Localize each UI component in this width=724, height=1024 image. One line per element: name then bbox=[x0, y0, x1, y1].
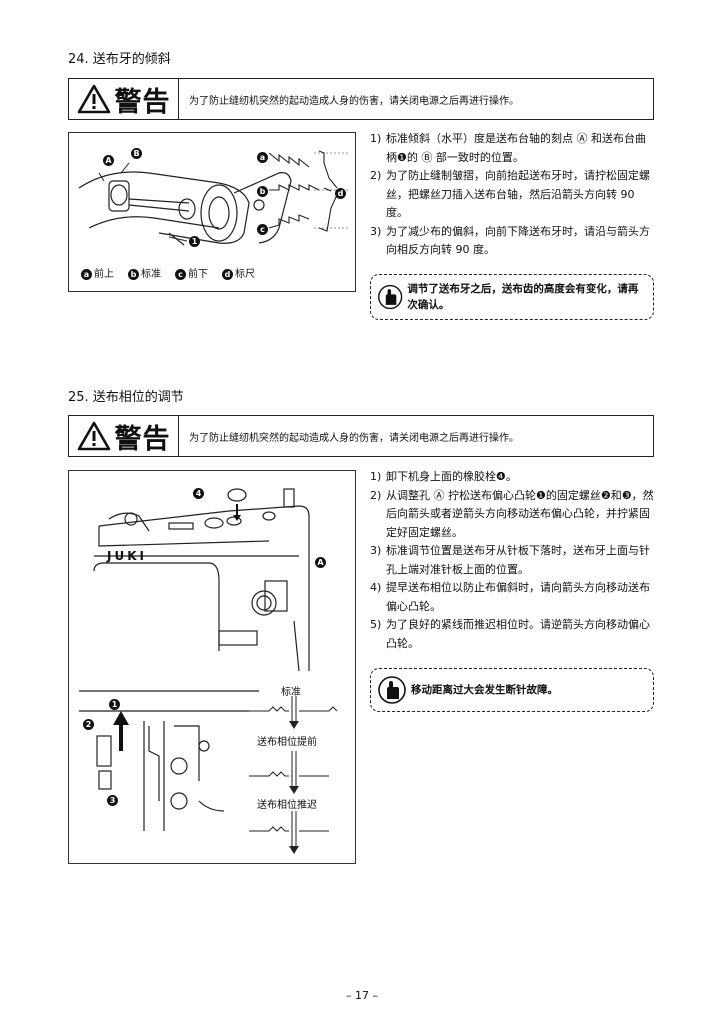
marker-b-badge: b bbox=[257, 186, 268, 197]
caption-delay: 送布相位推迟 bbox=[257, 800, 317, 811]
marker-three-badge: 3 bbox=[107, 795, 118, 806]
step-item: 5)为了良好的紧线而推迟相位时。请逆箭头方向移动偏心凸轮。 bbox=[370, 618, 650, 650]
step-item: 1)卸下机身上面的橡胶栓❹。 bbox=[370, 470, 517, 483]
page-number: – 17 – bbox=[346, 989, 378, 1002]
step-item: 4)提早送布相位以防止布偏斜时，请向箭头方向移动送布偏心凸轮。 bbox=[370, 581, 650, 613]
caution-text: 移动距离过大会发生断针故障。 bbox=[411, 684, 558, 696]
caution-hand-icon bbox=[378, 284, 403, 310]
step-item: 3)为了减少布的偏斜，向前下降送布牙时，请沿与箭头方向相反方向转 90 度。 bbox=[370, 224, 650, 257]
caption-advance: 送布相位提前 bbox=[257, 737, 317, 748]
warning-banner-24: 警告 为了防止缝纫机突然的起动造成人身的伤害，请关闭电源之后再进行操作。 bbox=[68, 78, 654, 120]
warning-label: 警告 bbox=[114, 423, 171, 455]
caution-note-25: 移动距离过大会发生断针故障。 bbox=[370, 668, 654, 712]
warning-triangle-icon bbox=[77, 421, 110, 451]
section-25-title: 25. 送布相位的调节 bbox=[68, 390, 184, 405]
feed-timing-illustration bbox=[79, 488, 338, 854]
caption-standard: 标准 bbox=[281, 687, 301, 698]
marker-c-badge: c bbox=[257, 224, 268, 235]
marker-a-badge: a bbox=[257, 152, 268, 163]
step-item: 3)标准调节位置是送布牙从针板下落时，送布牙上面与针孔上端对准针板上面的位置。 bbox=[370, 544, 650, 576]
step-item: 1)标准倾斜（水平）度是送布台轴的刻点 Ⓐ 和送布台曲柄❶的 Ⓑ 部一致时的位置… bbox=[370, 132, 646, 164]
marker-A-badge: A bbox=[103, 155, 114, 166]
caution-note-24: 调节了送布牙之后，送布齿的高度会有变化，请再次确认。 bbox=[370, 274, 654, 320]
marker-two-badge: 2 bbox=[83, 719, 94, 730]
section-24-steps: 1)标准倾斜（水平）度是送布台轴的刻点 Ⓐ 和送布台曲柄❶的 Ⓑ 部一致时的位置… bbox=[370, 130, 654, 260]
warning-banner-25: 警告 为了防止缝纫机突然的起动造成人身的伤害，请关闭电源之后再进行操作。 bbox=[68, 415, 654, 457]
warning-label-box: 警告 bbox=[69, 79, 179, 119]
warning-triangle-icon bbox=[77, 84, 110, 114]
brand-logo: JUKI bbox=[107, 549, 147, 563]
marker-one-badge: 1 bbox=[189, 236, 200, 247]
caution-text: 调节了送布牙之后，送布齿的高度会有变化，请再次确认。 bbox=[407, 283, 639, 311]
warning-text: 为了防止缝纫机突然的起动造成人身的伤害，请关闭电源之后再进行操作。 bbox=[189, 432, 519, 444]
marker-A-badge: A bbox=[315, 557, 326, 568]
marker-one-badge: 1 bbox=[109, 699, 120, 710]
section-24-title: 24. 送布牙的倾斜 bbox=[68, 52, 171, 67]
caution-hand-icon bbox=[378, 676, 406, 704]
marker-B-badge: B bbox=[131, 148, 142, 159]
warning-text: 为了防止缝纫机突然的起动造成人身的伤害，请关闭电源之后再进行操作。 bbox=[189, 95, 519, 107]
marker-d-badge: d bbox=[335, 188, 346, 199]
feed-timing-figure: JUKI 4 A 1 2 3 标准 送布相位提前 送布相位推迟 bbox=[68, 470, 356, 864]
step-item: 2)为了防止缝制皱摺，向前抬起送布牙时，请拧松固定螺丝，把螺丝刀插入送布台轴，然… bbox=[370, 169, 650, 219]
warning-label: 警告 bbox=[114, 86, 171, 118]
section-25-steps: 1)卸下机身上面的橡胶栓❹。 2)从调整孔 Ⓐ 拧松送布偏心凸轮❶的固定螺丝❷和… bbox=[370, 468, 654, 653]
step-item: 2)从调整孔 Ⓐ 拧松送布偏心凸轮❶的固定螺丝❷和❸，然后向箭头或者逆箭头方向移… bbox=[370, 488, 654, 539]
marker-four-badge: 4 bbox=[193, 488, 204, 499]
warning-label-box: 警告 bbox=[69, 416, 179, 456]
feed-dog-tilt-illustration bbox=[78, 150, 349, 246]
